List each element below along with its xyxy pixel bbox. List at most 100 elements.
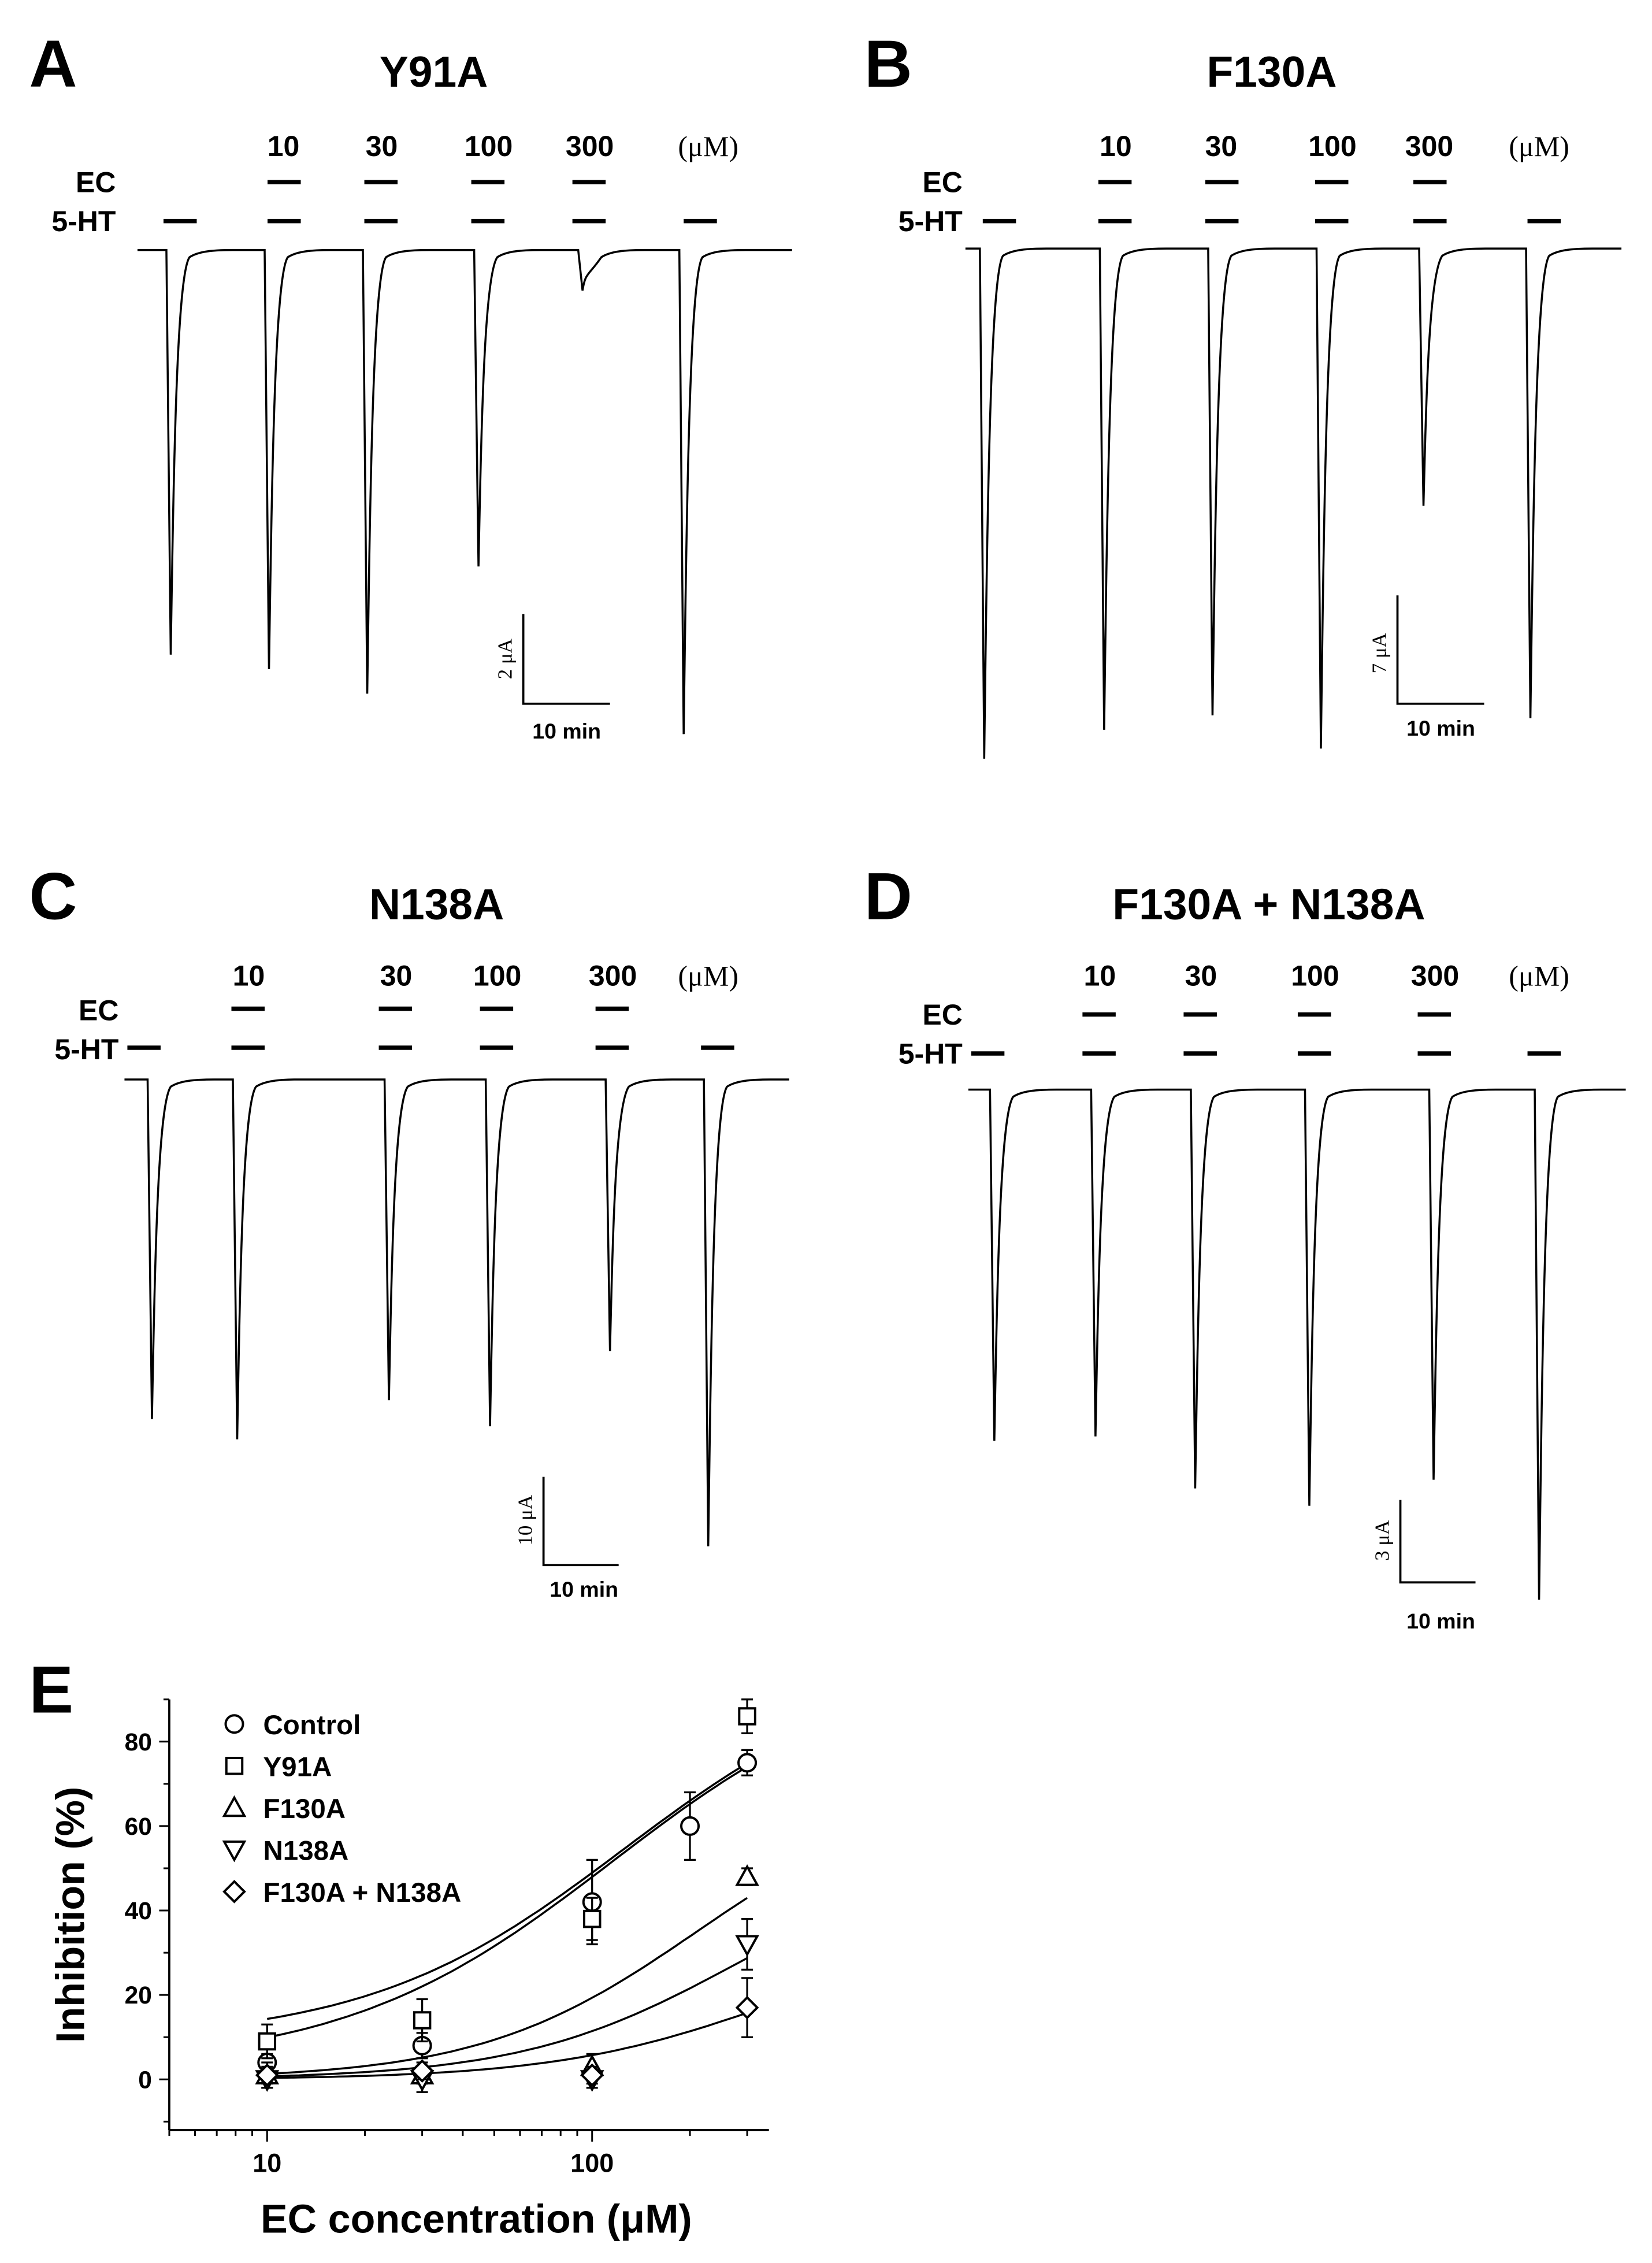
panel-letter-b: B xyxy=(864,27,912,101)
scale-x-label: 10 min xyxy=(550,1577,618,1601)
data-point xyxy=(582,1909,602,1928)
unit-label: (μM) xyxy=(678,130,738,162)
scale-y-label: 10 μA xyxy=(514,1494,537,1546)
panel-title-b: F130A xyxy=(1206,47,1337,96)
panel-a: A Y91A 10 30 100 300 (μM) EC 5-HT 2 μA 1… xyxy=(29,27,792,743)
panel-d: D F130A + N138A 10 30 100 300 (μM) EC 5-… xyxy=(864,859,1626,1633)
scale-bar-lines xyxy=(1399,1500,1476,1584)
conc-label: 30 xyxy=(1185,959,1217,992)
data-point xyxy=(738,1707,756,1726)
unit-label: (μM) xyxy=(1509,959,1569,992)
panel-b: B F130A 10 30 100 300 (μM) EC 5-HT 7 μA … xyxy=(864,27,1622,759)
conc-label: 300 xyxy=(1405,130,1453,162)
conc-label: 10 xyxy=(233,959,265,992)
ec-row-label: EC xyxy=(76,166,116,199)
ec-row-label: EC xyxy=(922,999,962,1031)
scale-bar-lines xyxy=(542,1476,619,1567)
scale-y-label: 7 μA xyxy=(1368,632,1390,673)
unit-label: (μM) xyxy=(1509,130,1569,162)
data-point xyxy=(735,1995,759,2020)
y-axis-title: Inhibition (%) xyxy=(47,1787,92,2043)
conc-label: 30 xyxy=(366,130,398,162)
legend-label: Control xyxy=(263,1710,361,1741)
fit-curve xyxy=(267,1957,748,2077)
legend-label: F130A + N138A xyxy=(263,1878,462,1908)
scale-x-label: 10 min xyxy=(1406,1609,1475,1633)
scale-x-label: 10 min xyxy=(532,719,601,743)
current-trace-b xyxy=(965,247,1622,759)
data-point xyxy=(735,1864,759,1886)
scale-bar-b: 7 μA 10 min xyxy=(1368,595,1484,740)
current-trace-d xyxy=(968,1088,1626,1600)
panel-letter-c: C xyxy=(29,859,77,933)
panel-letter-a: A xyxy=(29,27,77,101)
conc-label: 300 xyxy=(589,959,637,992)
application-bars xyxy=(982,180,1561,224)
unit-label: (μM) xyxy=(678,959,738,992)
conc-label: 100 xyxy=(1291,959,1339,992)
x-axis-title: EC concentration (μM) xyxy=(261,2196,692,2241)
fit-curve xyxy=(267,1897,748,2075)
legend-label: Y91A xyxy=(263,1752,332,1782)
scale-bar-d: 3 μA 10 min xyxy=(1371,1500,1476,1633)
fit-curve xyxy=(266,1765,748,2039)
scale-x-label: 10 min xyxy=(1406,716,1475,740)
data-point xyxy=(224,1714,244,1734)
panel-letter-d: D xyxy=(864,859,912,933)
data-point xyxy=(258,2032,277,2051)
scale-bar-lines xyxy=(1396,595,1484,705)
data-point xyxy=(410,2059,434,2083)
y-tick-label: 40 xyxy=(125,1898,152,1925)
conc-label: 10 xyxy=(268,130,300,162)
ht-row-label: 5-HT xyxy=(899,205,963,238)
data-point xyxy=(580,2063,604,2087)
data-point xyxy=(222,1880,246,1904)
conc-label: 300 xyxy=(566,130,614,162)
scale-y-label: 3 μA xyxy=(1371,1520,1393,1561)
data-point xyxy=(680,1816,700,1836)
data-point xyxy=(222,1795,247,1817)
ht-row-label: 5-HT xyxy=(51,205,116,238)
application-bars xyxy=(971,1012,1561,1056)
panel-title-c: N138A xyxy=(369,880,504,928)
data-point xyxy=(225,1757,244,1775)
conc-label: 10 xyxy=(1084,959,1116,992)
ec-row-label: EC xyxy=(79,994,118,1026)
fit-curve xyxy=(267,2012,748,2079)
ht-row-label: 5-HT xyxy=(54,1033,118,1066)
scale-bar-c: 10 μA 10 min xyxy=(514,1476,619,1601)
data-point xyxy=(255,2063,279,2087)
conc-label: 30 xyxy=(1205,130,1238,162)
fit-curve xyxy=(266,1762,748,2020)
scale-bar-lines xyxy=(522,614,610,705)
conc-label: 100 xyxy=(473,959,521,992)
scale-bar-a: 2 μA 10 min xyxy=(494,614,610,743)
panel-title-a: Y91A xyxy=(380,47,488,96)
panel-title-d: F130A + N138A xyxy=(1112,880,1425,928)
current-trace-c xyxy=(124,1078,789,1546)
ec-row-label: EC xyxy=(922,166,962,199)
ht-row-label: 5-HT xyxy=(899,1037,963,1070)
conc-label: 10 xyxy=(1100,130,1132,162)
conc-label: 100 xyxy=(1308,130,1356,162)
y-tick-label: 20 xyxy=(125,1982,152,2009)
scale-y-label: 2 μA xyxy=(494,638,517,679)
current-trace-a xyxy=(137,248,792,734)
data-point xyxy=(222,1840,247,1863)
legend-label: F130A xyxy=(263,1794,346,1824)
conc-label: 30 xyxy=(380,959,413,992)
data-point xyxy=(737,1753,758,1773)
y-tick-label: 60 xyxy=(125,1813,152,1841)
data-point xyxy=(413,2011,432,2030)
data-point xyxy=(735,1935,759,1957)
x-tick-label: 100 xyxy=(570,2148,614,2177)
application-bars xyxy=(163,180,717,224)
legend-label: N138A xyxy=(263,1835,349,1866)
application-bars xyxy=(127,1006,734,1050)
conc-label: 100 xyxy=(465,130,513,162)
y-tick-label: 0 xyxy=(138,2067,152,2094)
panel-c: C N138A 10 30 100 300 (μM) EC 5-HT 10 μA… xyxy=(29,859,789,1601)
